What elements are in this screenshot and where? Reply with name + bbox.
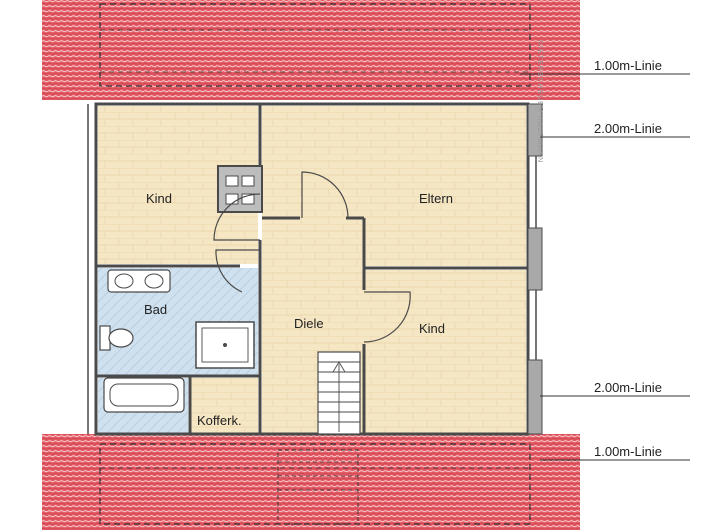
room-label-diele: Diele: [294, 316, 324, 331]
door-kind-bottom: [363, 291, 411, 343]
room-label-kind-bottom: Kind: [419, 321, 445, 336]
staircase-below: [277, 449, 359, 525]
chimney-flue-1: [225, 175, 239, 187]
room-label-kind-top: Kind: [146, 191, 172, 206]
staircase: [317, 351, 361, 435]
label-bottom-1m: 1.00m-Linie: [594, 444, 662, 459]
label-top-1m: 1.00m-Linie: [594, 58, 662, 73]
chimney-flue-4: [241, 193, 255, 205]
window-right-1: [527, 103, 543, 157]
door-kind-top: [213, 193, 261, 241]
room-kind-bottom-floor: [362, 270, 526, 434]
shower: [195, 321, 255, 369]
roof-top-outline: [99, 3, 531, 87]
copyright-watermark: DIETERSCHEUER KAUFMANN: [536, 40, 543, 163]
window-right-3: [527, 359, 543, 435]
room-label-eltern: Eltern: [419, 191, 453, 206]
label-bottom-2m: 2.00m-Linie: [594, 380, 662, 395]
chimney-flue-3: [225, 193, 239, 205]
door-bad: [215, 249, 260, 293]
bathtub: [103, 377, 185, 413]
window-right-2: [527, 227, 543, 291]
roof-top-band: [42, 0, 580, 100]
double-sink: [107, 269, 171, 293]
roof-bottom-band: [42, 434, 580, 530]
label-top-2m: 2.00m-Linie: [594, 121, 662, 136]
chimney-flue-2: [241, 175, 255, 187]
room-kofferk-floor: [190, 378, 258, 434]
door-eltern: [301, 171, 349, 219]
room-label-kofferk: Kofferk.: [197, 413, 242, 428]
room-label-bad: Bad: [144, 302, 167, 317]
chimney: [217, 165, 263, 213]
toilet: [99, 325, 134, 351]
